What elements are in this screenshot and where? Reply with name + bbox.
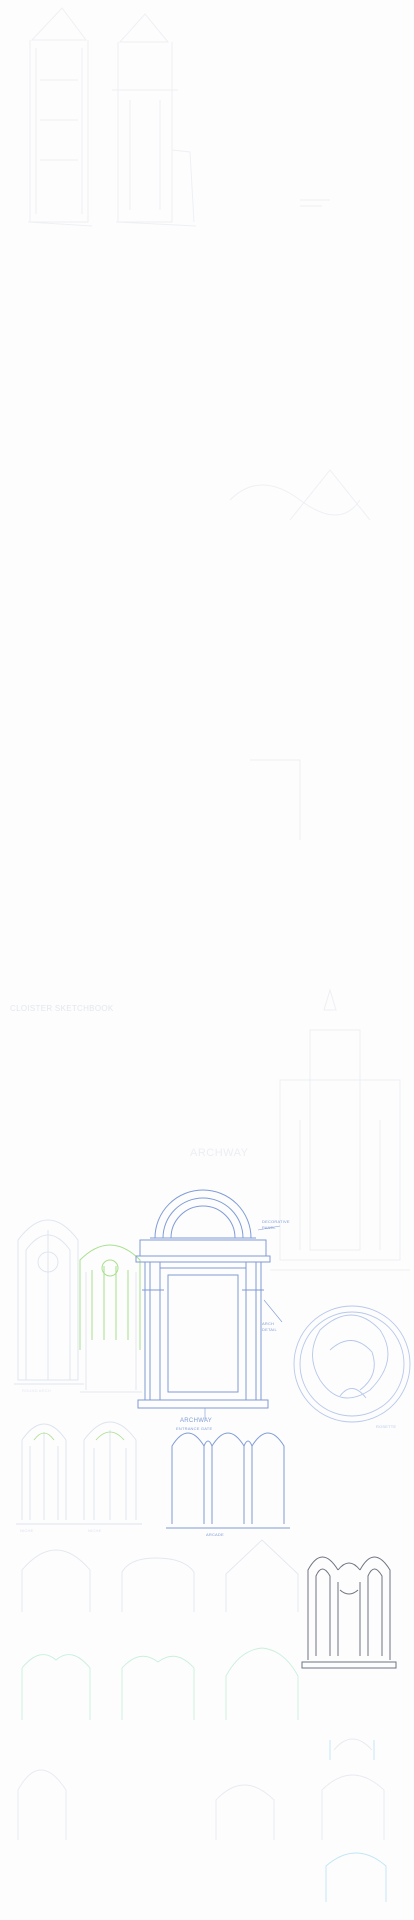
small-arches-left: [16, 1421, 142, 1525]
arcade-drawing: [166, 1432, 290, 1529]
gothic-window-left: [14, 1219, 84, 1385]
arch-profiles-row-3: [17, 1738, 385, 1840]
double-niche-drawing: [301, 1556, 397, 1669]
callout-arch: ARCH: [262, 1321, 275, 1326]
gothic-window-green: [79, 1244, 141, 1350]
archway-caption-title: ARCHWAY: [180, 1418, 213, 1424]
niche-caption-left: NICHE: [20, 1528, 34, 1533]
small-arches-green: [33, 1431, 125, 1441]
callout-panel: PANEL: [262, 1225, 276, 1230]
arcade-caption: ARCADE: [206, 1532, 224, 1537]
archway-drawing: [135, 1189, 271, 1409]
right-tower-sketch: [112, 13, 197, 227]
arch-profiles-row-1: [21, 1539, 299, 1612]
archway-caption-subtitle: ENTRANCE GATE: [176, 1426, 213, 1431]
cloister-heading: CLOISTER SKETCHBOOK: [10, 1004, 114, 1013]
callout-detail: DETAIL: [262, 1327, 277, 1332]
rosette-caption: ROSETTE: [376, 1424, 397, 1429]
spire-sketch: [270, 988, 410, 1271]
archway-callouts: [204, 1225, 283, 1420]
left-tower-sketch: [27, 7, 93, 227]
window-note: ROUND ARCH: [22, 1388, 51, 1393]
archway-faint-title: ARCHWAY: [190, 1147, 249, 1159]
arch-profiles-row-2: [21, 1647, 299, 1720]
rosette-drawing: [293, 1305, 411, 1423]
window-tracery: [80, 1272, 142, 1393]
callout-decorative: DECORATIVE: [262, 1219, 290, 1224]
arch-profiles-cyan: [325, 1740, 387, 1902]
niche-caption-right: NICHE: [88, 1528, 102, 1533]
